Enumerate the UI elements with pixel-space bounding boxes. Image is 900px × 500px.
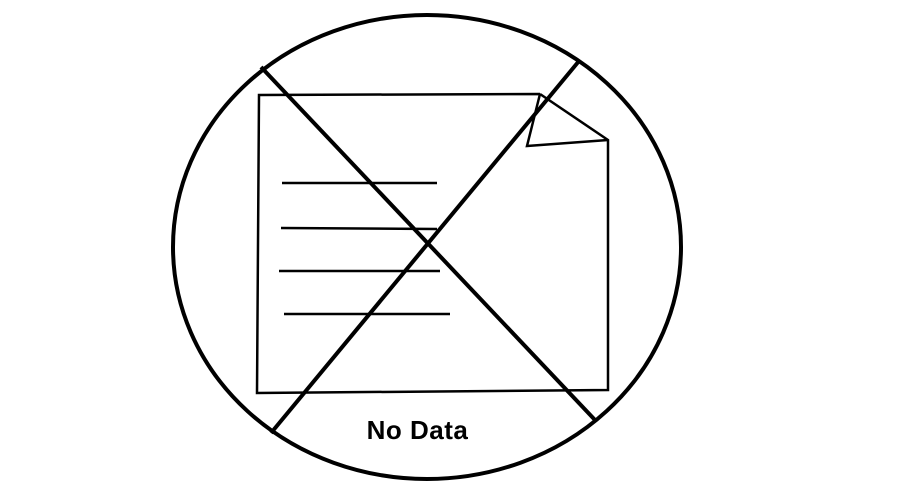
no-data-label: No Data bbox=[366, 415, 469, 445]
document-outline bbox=[255, 92, 610, 395]
document-fold bbox=[525, 93, 609, 148]
cross-line-b bbox=[269, 59, 581, 435]
document-line bbox=[280, 226, 438, 231]
outer-circle bbox=[171, 13, 683, 481]
